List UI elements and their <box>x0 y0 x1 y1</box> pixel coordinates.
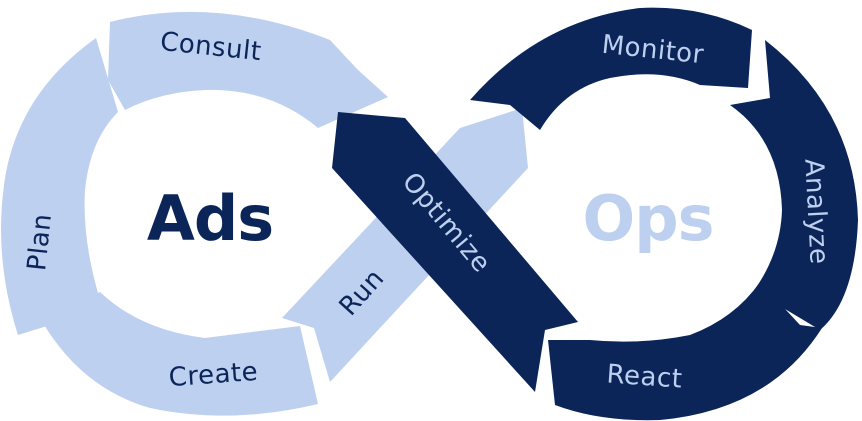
react-segment <box>548 282 822 421</box>
ops-title: Ops <box>583 182 714 255</box>
consult-segment <box>108 11 388 128</box>
plan-segment <box>1 38 118 335</box>
optimize-segment <box>332 112 578 392</box>
plan-label: Plan <box>22 212 58 272</box>
analyze-label: Analyze <box>798 158 834 265</box>
analyze-segment <box>730 40 858 330</box>
ads-title: Ads <box>147 182 273 255</box>
react-label: React <box>606 359 684 394</box>
monitor-segment <box>470 7 752 130</box>
create-label: Create <box>168 357 259 393</box>
ops-loop <box>332 7 858 421</box>
create-segment <box>40 292 318 416</box>
